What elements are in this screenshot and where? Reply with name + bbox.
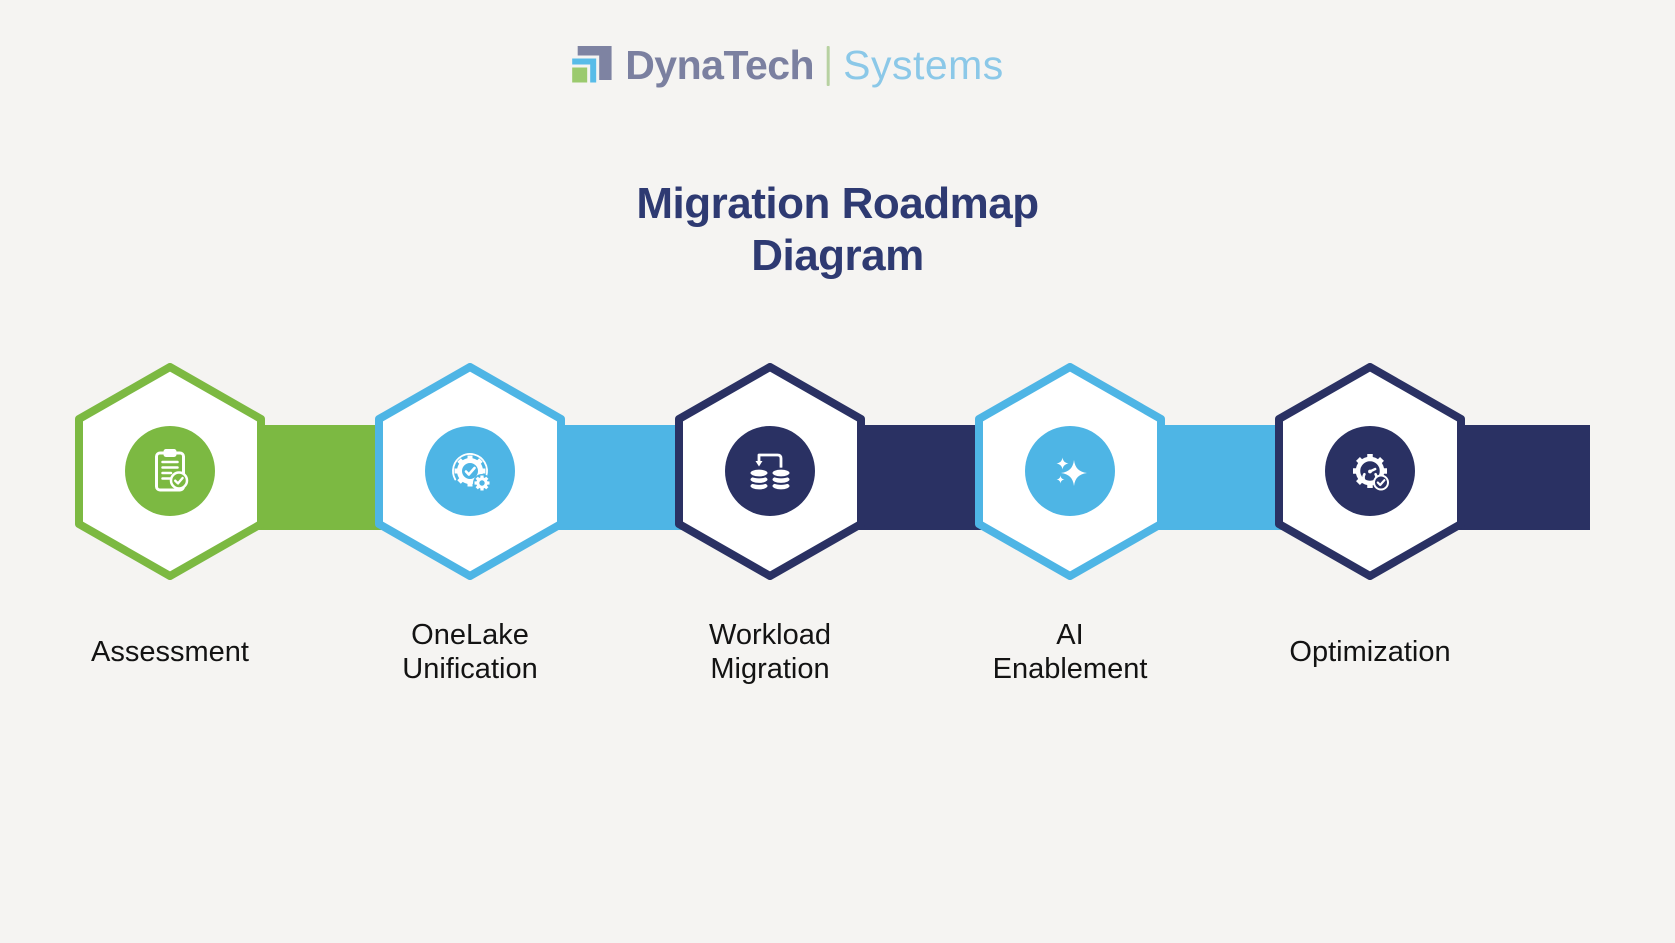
step-hexagon-ai-enablement — [975, 363, 1165, 580]
step-label-onelake-unification: OneLake Unification — [402, 619, 538, 685]
page-title-line1: Migration Roadmap — [636, 179, 1039, 228]
sparkles-icon — [1056, 457, 1087, 486]
step-label-workload-migration: Workload Migration — [709, 619, 831, 685]
page-title: Migration Roadmap Diagram — [0, 178, 1675, 282]
step-label-optimization: Optimization — [1289, 636, 1451, 668]
step-label-ai-enablement: AI Enablement — [992, 619, 1148, 685]
brand-name: DynaTech — [625, 42, 815, 88]
roadmap-diagram: Assessment OneLake Unification Workload … — [0, 350, 1675, 710]
clipboard-check-icon — [155, 449, 189, 492]
brand-logo-mark-icon — [568, 45, 612, 85]
step-hexagon-workload-migration — [675, 363, 865, 580]
gear-check-icon — [452, 453, 491, 492]
brand-suffix: Systems — [843, 42, 1004, 88]
page-title-line2: Diagram — [751, 231, 924, 280]
step-hexagon-onelake-unification — [375, 363, 565, 580]
brand-divider — [827, 45, 831, 86]
database-transfer-icon — [748, 453, 792, 492]
step-hexagon-optimization — [1275, 363, 1465, 580]
step-hexagon-assessment — [75, 363, 265, 580]
gear-gauge-check-icon — [1353, 454, 1389, 491]
brand-logo: DynaTech Systems — [565, 42, 1004, 89]
step-label-assessment: Assessment — [91, 636, 249, 668]
